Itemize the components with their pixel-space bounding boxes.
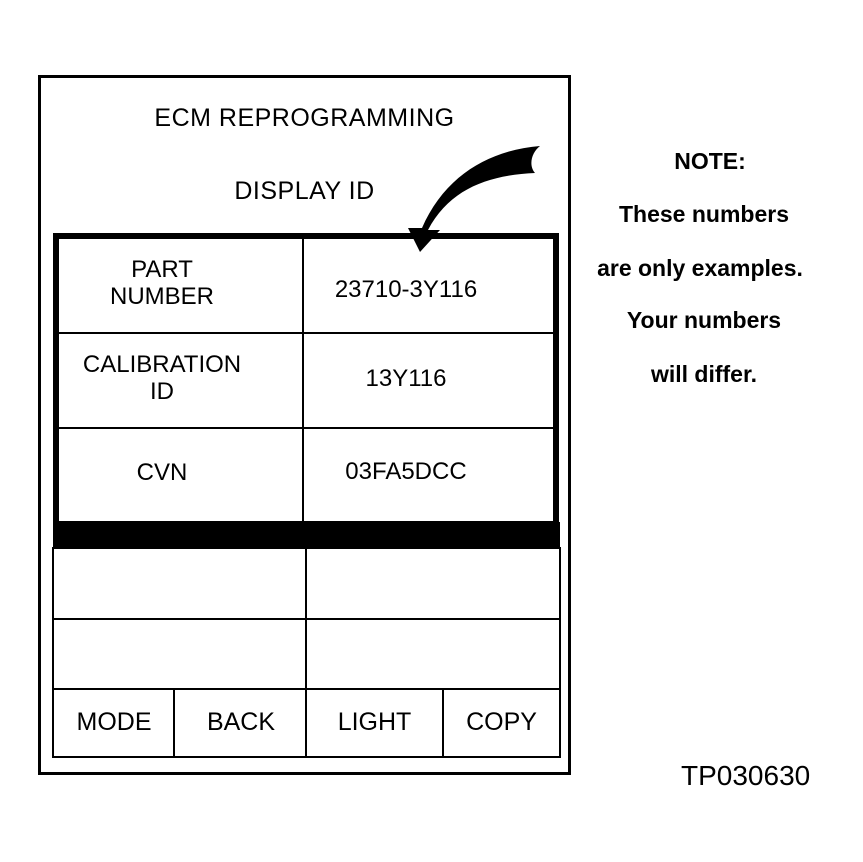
separator-bar — [53, 522, 560, 548]
note-line: These numbers — [619, 201, 789, 227]
cvn-value: 03FA5DCC — [345, 458, 467, 485]
back-button[interactable]: BACK — [206, 708, 276, 736]
part-number-label: PART NUMBER — [109, 256, 214, 310]
note-line: Your numbers — [626, 307, 782, 333]
mode-button[interactable]: MODE — [76, 708, 152, 736]
note-heading: NOTE: — [674, 148, 746, 174]
part-number-value: 23710-3Y116 — [334, 276, 478, 303]
note-line: will differ. — [650, 361, 758, 387]
copy-button[interactable]: COPY — [466, 708, 537, 736]
note-line: are only examples. — [597, 255, 803, 281]
device-title: ECM REPROGRAMMING — [154, 104, 455, 132]
cvn-label: CVN — [136, 459, 188, 486]
figure-id: TP030630 — [681, 760, 811, 791]
ecm-display-device: ECM REPROGRAMMING DISPLAY ID — [38, 75, 571, 775]
arrow-icon — [408, 146, 540, 252]
calibration-id-label: CALIBRATION ID — [82, 351, 242, 405]
device-subtitle: DISPLAY ID — [234, 177, 375, 205]
light-button[interactable]: LIGHT — [337, 708, 412, 736]
calibration-id-value: 13Y116 — [365, 365, 447, 392]
